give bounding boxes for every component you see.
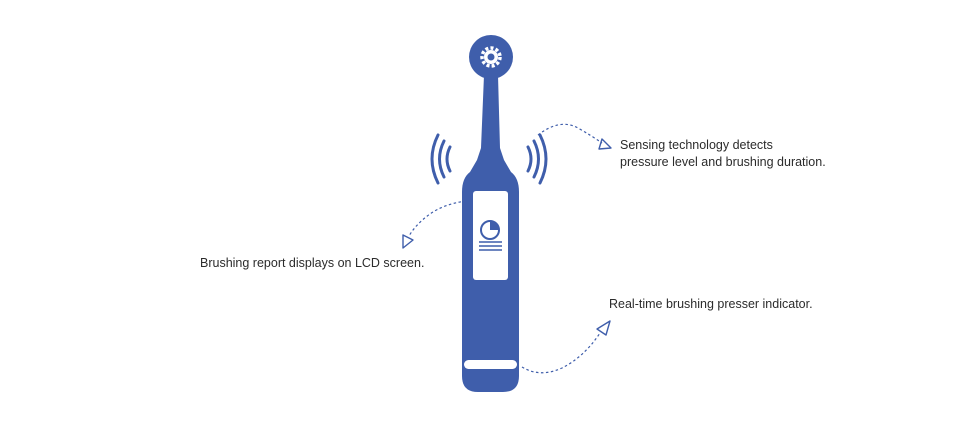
- sensing-annotation-line1: Sensing technology detects: [620, 138, 773, 152]
- report-lines-icon: [479, 241, 502, 251]
- sensing-arrow: [537, 123, 612, 150]
- indicator-annotation: Real-time brushing presser indicator.: [609, 297, 813, 311]
- vibration-waves-icon: [526, 133, 548, 185]
- sensing-annotation-line2: pressure level and brushing duration.: [620, 155, 826, 169]
- vibration-waves-icon: [430, 133, 452, 185]
- pie-chart-icon: [480, 220, 500, 240]
- indicator-arrow: [521, 320, 611, 374]
- brush-head-icon: [469, 35, 513, 79]
- report-arrow: [402, 200, 467, 249]
- sensing-annotation: Sensing technology detects pressure leve…: [620, 137, 860, 171]
- report-annotation: Brushing report displays on LCD screen.: [200, 256, 425, 270]
- lcd-screen: [473, 191, 508, 280]
- pressure-indicator-bar: [464, 360, 517, 369]
